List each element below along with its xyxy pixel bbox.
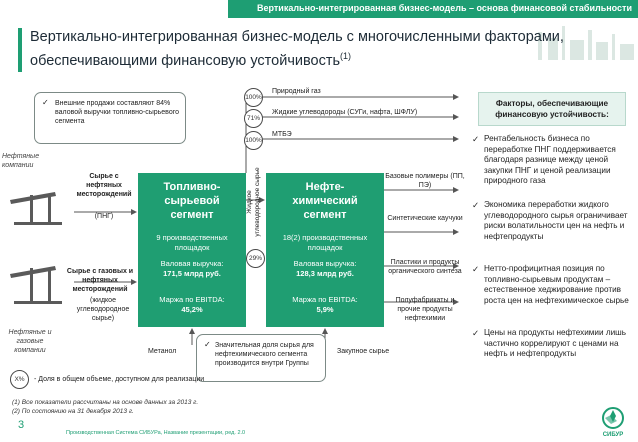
checkmark-icon: ✓ (472, 328, 480, 338)
footnote-2: (2) По состоянию на 31 декабря 2013 г. (12, 408, 134, 415)
page-title: Вертикально-интегрированная бизнес-модел… (30, 28, 590, 71)
page-title-line1: Вертикально-интегрированная бизнес-модел… (30, 29, 564, 45)
pct-badge-natural-gas: 100% (244, 88, 263, 107)
page-number: 3 (18, 419, 25, 431)
factors-heading: Факторы, обеспечивающие финансовую устой… (478, 92, 626, 126)
pct-badge-mtbe: 100% (244, 131, 263, 150)
fuel-revenue-label: Валовая выручка: (160, 259, 224, 268)
legend-text: - Доля в общем объеме, доступном для реа… (34, 376, 205, 383)
fuel-ebitda-label: Маржа по EBITDA: (159, 295, 225, 304)
output-base-polymers: Базовые полимеры (ПП, ПЭ) (385, 173, 465, 189)
petro-segment-title: Нефте-химический сегмент (292, 181, 358, 221)
liquid-raw-vertical-label: Жидкое углеводородное сырье (246, 167, 261, 237)
output-semi-products: Полуфабрикаты и прочие продукты нефтехим… (395, 297, 455, 322)
liquid-raw-label: (жидкое углеводородное сырье) (76, 297, 130, 322)
external-sales-text: Внешние продажи составляют 84% валовой в… (55, 100, 180, 125)
mtbe-label: МТБЭ (272, 131, 292, 138)
pct-badge-29: 29% (246, 249, 265, 268)
factor-text: Цены на продукты нефтехимии лишь частичн… (484, 328, 627, 359)
fuel-plants: 9 производственных площадок (156, 233, 228, 252)
factor-text: Рентабельность бизнеса по переработке ПН… (484, 134, 616, 186)
footnotes: (1) Все показатели рассчитаны на основе … (12, 398, 198, 416)
external-sales-callout: ✓ Внешние продажи составляют 84% валовой… (34, 92, 186, 144)
petro-ebitda-value: 5,9% (316, 305, 334, 314)
pct-badge-liquid-hc: 71% (244, 109, 263, 128)
oil-gas-companies-label: Нефтяные и газовые компании (8, 329, 52, 354)
factors-panel: Факторы, обеспечивающие финансовую устой… (468, 92, 634, 387)
fuel-segment-title: Топливно-сырьевой сегмент (163, 181, 221, 221)
checkmark-icon: ✓ (472, 134, 480, 144)
petro-segment-box: Нефте-химический сегмент 18(2) производс… (266, 173, 384, 327)
factor-item: ✓ Нетто-профицитная позиция по топливно-… (472, 264, 632, 306)
oil-companies-label: Нефтяные компании (2, 153, 40, 169)
page-title-line2: обеспечивающими финансовую устойчивость (30, 52, 341, 69)
output-plastics: Пластики и продукты органического синтез… (388, 259, 462, 275)
title-footnote-mark: (1) (340, 51, 352, 61)
petro-share-text: Значительная доля сырья для нефтехимичес… (215, 342, 314, 367)
sibur-logo-icon: СИБУР (602, 407, 624, 438)
factor-item: ✓ Цены на продукты нефтехимии лишь части… (472, 328, 632, 360)
footer-text: Производственная Система СИБУРа, Названи… (66, 430, 246, 436)
raw-from-oil-label: Сырье с нефтяных месторождений (76, 173, 132, 198)
header-banner-text: Вертикально-интегрированная бизнес-модел… (257, 3, 632, 13)
natural-gas-label: Природный газ (272, 88, 321, 95)
footnote-1: (1) Все показатели рассчитаны на основе … (12, 399, 199, 406)
title-accent (18, 28, 22, 72)
factor-item: ✓ Экономика переработки жидкого углеводо… (472, 200, 632, 242)
output-synthetic-rubbers: Синтетические каучуки (387, 215, 463, 222)
plant-skyline-icon (538, 26, 634, 60)
petro-revenue-value: 128,3 млрд руб. (296, 269, 354, 278)
factor-text: Нетто-профицитная позиция по топливно-сы… (484, 264, 629, 305)
gas-pumpjack-icon (10, 266, 62, 304)
petro-ebitda-label: Маржа по EBITDA: (292, 295, 358, 304)
fuel-segment-box: Топливно-сырьевой сегмент 9 производстве… (138, 173, 246, 327)
petro-revenue-label: Валовая выручка: (293, 259, 357, 268)
checkmark-icon: ✓ (42, 98, 49, 107)
checkmark-icon: ✓ (204, 340, 211, 349)
liquid-hc-label: Жидкие углеводороды (СУГи, нафта, ШФЛУ) (272, 109, 418, 116)
fuel-ebitda-value: 45,2% (181, 305, 203, 314)
header-banner (228, 0, 638, 18)
logo-text: СИБУР (603, 432, 624, 438)
checkmark-icon: ✓ (472, 200, 480, 210)
factor-item: ✓ Рентабельность бизнеса по переработке … (472, 134, 632, 187)
raw-from-gas-label: Сырье с газовых и нефтяных месторождений (66, 268, 134, 293)
checkmark-icon: ✓ (472, 264, 480, 274)
pumpjack-icon (10, 192, 62, 225)
factor-text: Экономика переработки жидкого углеводоро… (484, 200, 628, 241)
petro-plants: 18(2) производственных площадок (282, 233, 368, 252)
fuel-revenue-value: 171,5 млрд руб. (163, 269, 221, 278)
petro-share-callout: ✓ Значительная доля сырья для нефтехимич… (196, 334, 326, 382)
legend-badge: X% (10, 370, 29, 389)
methanol-label: Метанол (148, 348, 177, 355)
bought-raw-label: Закупное сырье (337, 348, 390, 355)
png-label: (ПНГ) (94, 213, 114, 220)
